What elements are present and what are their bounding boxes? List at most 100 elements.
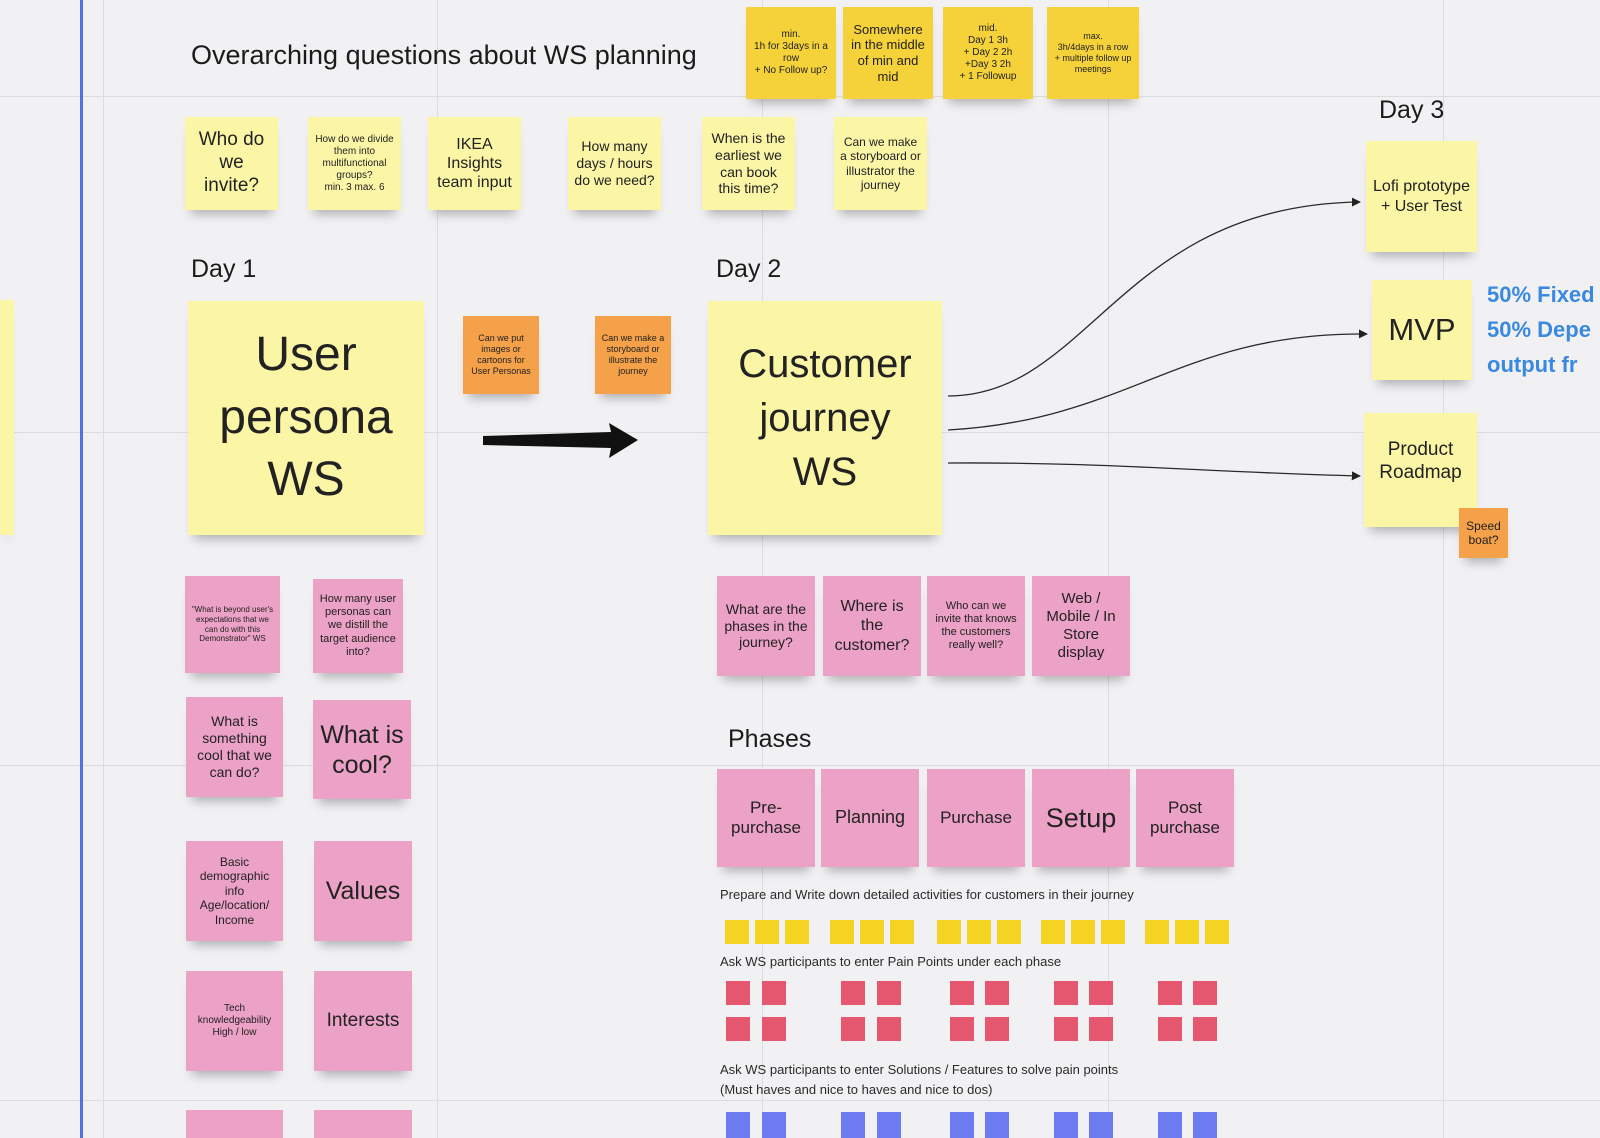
sticky-note-how-many-days[interactable]: How many days / hours do we need? xyxy=(568,117,661,210)
pain-point-square[interactable] xyxy=(1089,981,1113,1005)
solution-square[interactable] xyxy=(841,1112,865,1138)
pain-point-square[interactable] xyxy=(1193,1017,1217,1041)
sticky-note-divide-groups[interactable]: How do we divide them into multifunction… xyxy=(308,117,401,210)
activity-square[interactable] xyxy=(937,920,961,944)
sticky-note-where-customer[interactable]: Where is the customer? xyxy=(823,576,921,676)
sticky-note-beyond-expectations[interactable]: "What is beyond user's expectations that… xyxy=(185,576,280,673)
activity-square[interactable] xyxy=(755,920,779,944)
sticky-note-phase-purchase[interactable]: Purchase xyxy=(927,769,1025,867)
phases-heading: Phases xyxy=(728,725,812,753)
solution-square[interactable] xyxy=(985,1112,1009,1138)
activity-square[interactable] xyxy=(725,920,749,944)
grid-line-h xyxy=(0,1100,1600,1101)
sticky-note-ikea-insights[interactable]: IKEA Insights team input xyxy=(428,117,521,210)
pain-point-square[interactable] xyxy=(841,1017,865,1041)
pain-point-square[interactable] xyxy=(726,1017,750,1041)
grid-line-v xyxy=(103,0,104,1138)
solution-square[interactable] xyxy=(726,1112,750,1138)
sticky-note-customer-journey-ws[interactable]: Customer journey WS xyxy=(708,301,942,535)
sticky-note-who-knows-customers[interactable]: Who can we invite that knows the custome… xyxy=(927,576,1025,676)
sticky-note-partial[interactable] xyxy=(314,1110,412,1138)
sticky-note-timing-max[interactable]: max. 3h/4days in a row + multiple follow… xyxy=(1047,7,1139,99)
pain-point-square[interactable] xyxy=(1054,981,1078,1005)
activity-square[interactable] xyxy=(1175,920,1199,944)
instruction-activities: Prepare and Write down detailed activiti… xyxy=(720,887,1134,902)
sticky-note-what-is-cool[interactable]: What is cool? xyxy=(313,700,411,799)
overarching-title: Overarching questions about WS planning xyxy=(191,40,697,70)
sticky-note-lofi-prototype[interactable]: Lofi prototype + User Test xyxy=(1366,141,1477,252)
activity-square[interactable] xyxy=(997,920,1021,944)
sticky-note-partial[interactable] xyxy=(186,1110,283,1138)
sticky-note-phase-post-purchase[interactable]: Post purchase xyxy=(1136,769,1234,867)
activity-square[interactable] xyxy=(785,920,809,944)
sticky-note-who-invite[interactable]: Who do we invite? xyxy=(185,117,278,210)
activity-square[interactable] xyxy=(1205,920,1229,944)
curved-connector-icon[interactable] xyxy=(947,197,1361,397)
pain-point-square[interactable] xyxy=(950,981,974,1005)
sticky-note-phase-pre-purchase[interactable]: Pre-purchase xyxy=(717,769,815,867)
sticky-note-mvp[interactable]: MVP xyxy=(1372,280,1472,380)
solution-square[interactable] xyxy=(1193,1112,1217,1138)
solution-square[interactable] xyxy=(762,1112,786,1138)
sticky-note-how-many-personas[interactable]: How many user personas can we distill th… xyxy=(313,579,403,673)
sticky-note-speed-boat[interactable]: Speed boat? xyxy=(1459,508,1508,558)
grid-line-v xyxy=(762,0,763,1138)
pain-point-square[interactable] xyxy=(1054,1017,1078,1041)
activity-square[interactable] xyxy=(860,920,884,944)
blue-text-output: output fr xyxy=(1487,352,1578,377)
sticky-note-values[interactable]: Values xyxy=(314,841,412,941)
pain-point-square[interactable] xyxy=(985,1017,1009,1041)
pain-point-square[interactable] xyxy=(877,1017,901,1041)
pain-point-square[interactable] xyxy=(1193,981,1217,1005)
pain-point-square[interactable] xyxy=(985,981,1009,1005)
activity-square[interactable] xyxy=(967,920,991,944)
pain-point-square[interactable] xyxy=(1158,981,1182,1005)
sticky-note-product-roadmap[interactable]: Product Roadmap xyxy=(1364,413,1477,527)
solution-square[interactable] xyxy=(950,1112,974,1138)
activity-square[interactable] xyxy=(1041,920,1065,944)
activity-square[interactable] xyxy=(1101,920,1125,944)
grid-line-v xyxy=(437,0,438,1138)
arrow-right-icon[interactable] xyxy=(483,423,638,458)
pain-point-square[interactable] xyxy=(762,981,786,1005)
sticky-note-tech-knowledge[interactable]: Tech knowledgeability High / low xyxy=(186,971,283,1071)
instruction-solutions: Ask WS participants to enter Solutions /… xyxy=(720,1060,1118,1099)
sticky-note-phase-planning[interactable]: Planning xyxy=(821,769,919,867)
instruction-solutions-line2: (Must haves and nice to haves and nice t… xyxy=(720,1081,993,1097)
pain-point-square[interactable] xyxy=(841,981,865,1005)
activity-square[interactable] xyxy=(890,920,914,944)
sticky-note-timing-min[interactable]: min. 1h for 3days in a row + No Follow u… xyxy=(746,7,836,99)
activity-square[interactable] xyxy=(1071,920,1095,944)
blue-text-fixed: 50% Fixed xyxy=(1487,282,1595,307)
curved-connector-icon[interactable] xyxy=(947,329,1368,431)
solution-square[interactable] xyxy=(877,1112,901,1138)
sticky-note-timing-mid[interactable]: mid. Day 1 3h + Day 2 2h +Day 3 2h + 1 F… xyxy=(943,7,1033,99)
sticky-note-earliest-booking[interactable]: When is the earliest we can book this ti… xyxy=(702,117,795,210)
sticky-note-timing-middle[interactable]: Somewhere in the middle of min and mid xyxy=(843,7,933,99)
activity-square[interactable] xyxy=(1145,920,1169,944)
pain-point-square[interactable] xyxy=(726,981,750,1005)
curved-connector-icon[interactable] xyxy=(947,462,1361,481)
sticky-note-demographic-info[interactable]: Basic demographic info Age/location/ Inc… xyxy=(186,841,283,941)
sticky-note-phase-setup[interactable]: Setup xyxy=(1032,769,1130,867)
pain-point-square[interactable] xyxy=(762,1017,786,1041)
sticky-note-storyboard-orange[interactable]: Can we make a storyboard or illustrate t… xyxy=(595,316,671,394)
pain-point-square[interactable] xyxy=(1158,1017,1182,1041)
sticky-note-journey-phases[interactable]: What are the phases in the journey? xyxy=(717,576,815,676)
pain-point-square[interactable] xyxy=(877,981,901,1005)
pain-point-square[interactable] xyxy=(1089,1017,1113,1041)
frame-border[interactable] xyxy=(80,0,83,1138)
sticky-note-partial[interactable] xyxy=(0,300,14,535)
sticky-note-user-persona-ws[interactable]: User persona WS xyxy=(188,301,424,535)
sticky-note-images-cartoons[interactable]: Can we put images or cartoons for User P… xyxy=(463,316,539,394)
activity-square[interactable] xyxy=(830,920,854,944)
sticky-note-interests[interactable]: Interests xyxy=(314,971,412,1071)
sticky-note-something-cool[interactable]: What is something cool that we can do? xyxy=(186,697,283,797)
instruction-solutions-line1: Ask WS participants to enter Solutions /… xyxy=(720,1062,1119,1077)
sticky-note-storyboard-question[interactable]: Can we make a storyboard or illustrator … xyxy=(834,117,927,210)
solution-square[interactable] xyxy=(1054,1112,1078,1138)
pain-point-square[interactable] xyxy=(950,1017,974,1041)
sticky-note-web-mobile-store[interactable]: Web / Mobile / In Store display xyxy=(1032,576,1130,676)
solution-square[interactable] xyxy=(1158,1112,1182,1138)
solution-square[interactable] xyxy=(1089,1112,1113,1138)
